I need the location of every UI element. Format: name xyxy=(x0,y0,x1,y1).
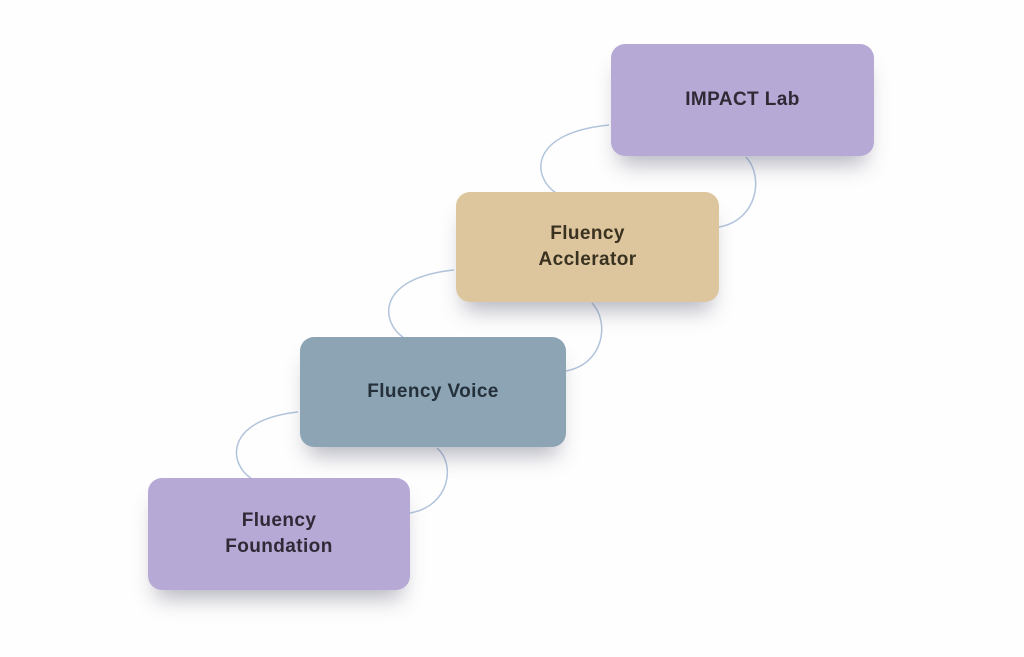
connector-curve-foundation-voice-left xyxy=(235,411,299,480)
connector-curve-voice-accelerator-right xyxy=(565,302,603,372)
connector-curve-accelerator-impact-left xyxy=(540,124,610,194)
connector-curve-voice-accelerator-left xyxy=(387,269,455,339)
connector-curve-foundation-voice-right xyxy=(409,447,449,514)
node-fluency-accelerator-label: Fluency Acclerator xyxy=(538,223,637,270)
node-fluency-foundation: Fluency Foundation xyxy=(148,478,410,590)
node-fluency-foundation-label: Fluency Foundation xyxy=(225,510,333,557)
node-fluency-voice: Fluency Voice xyxy=(300,337,566,447)
node-fluency-voice-label: Fluency Voice xyxy=(367,381,499,403)
node-fluency-accelerator: Fluency Acclerator xyxy=(456,192,719,302)
node-impact-lab: IMPACT Lab xyxy=(611,44,874,156)
connector-curve-accelerator-impact-right xyxy=(718,156,757,228)
node-impact-lab-label: IMPACT Lab xyxy=(685,89,800,111)
